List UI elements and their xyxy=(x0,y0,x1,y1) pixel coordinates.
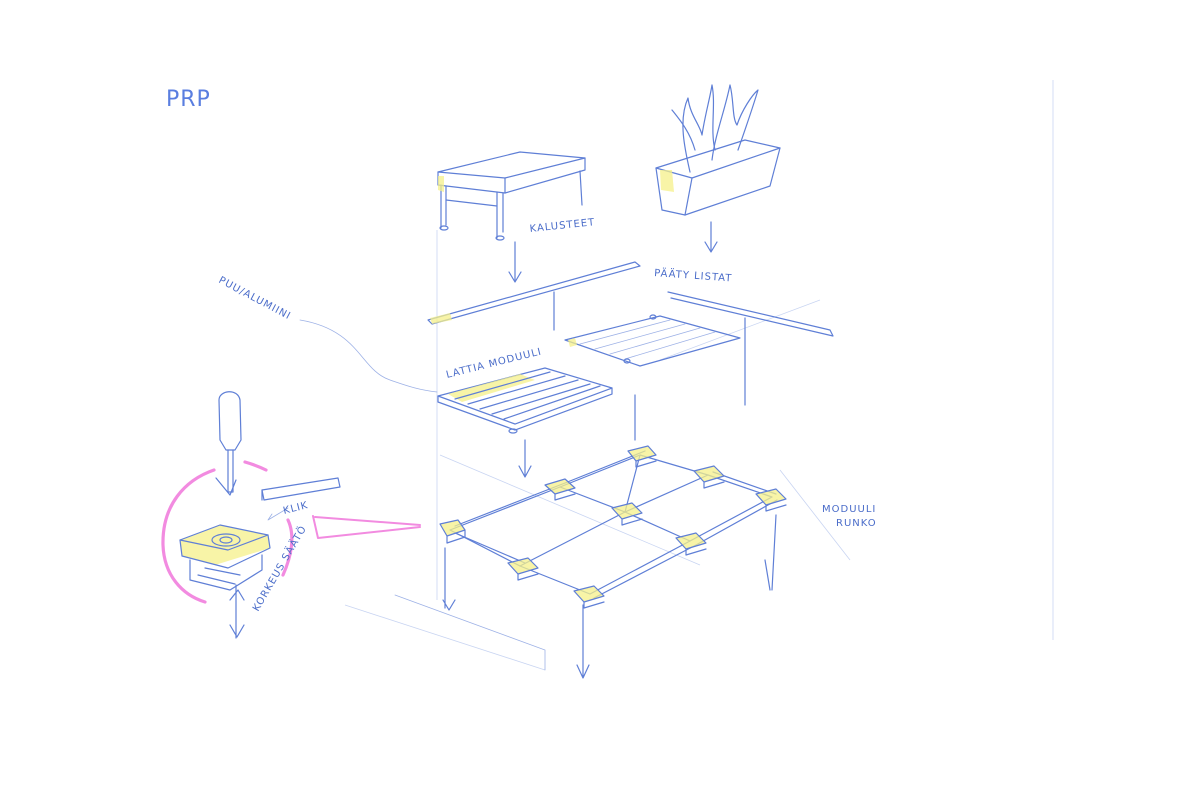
detail-callout xyxy=(161,460,421,604)
floor-modules xyxy=(437,291,746,478)
connector-detail xyxy=(179,391,341,639)
connector-pads xyxy=(439,445,787,609)
label-kalusteet: KALUSTEET xyxy=(529,217,596,235)
leader-line xyxy=(299,319,438,393)
bench-sketch xyxy=(437,151,586,283)
sketch-title: PRP xyxy=(166,87,211,112)
label-puu-alumiini: PUU/ALUMIINI xyxy=(217,275,293,322)
planter-sketch xyxy=(655,84,781,253)
construction-guides xyxy=(344,80,1054,671)
module-frame xyxy=(394,445,787,679)
label-moduuli: MODUULI xyxy=(822,504,876,515)
end-strips xyxy=(427,261,834,337)
label-klik: KLIK xyxy=(282,500,310,517)
label-lattia-moduuli: LATTIA MODUULI xyxy=(445,346,543,380)
label-paaty-listat: PÄÄTY LISTAT xyxy=(654,266,733,284)
label-runko: RUNKO xyxy=(836,518,877,529)
